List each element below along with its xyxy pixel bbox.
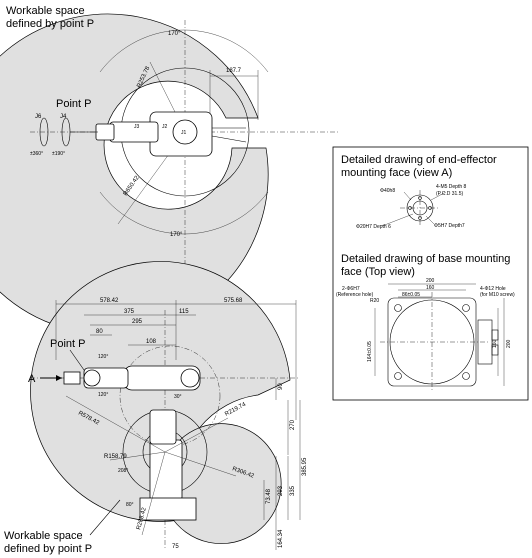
- side-end-effector: [63, 371, 81, 385]
- detail-b-phi6: 2-Φ6H7: [342, 286, 360, 292]
- detail-b-hole-tl: [394, 304, 402, 312]
- detail-b-200: 200: [426, 278, 435, 284]
- side-radius-r158: [109, 451, 166, 461]
- top-workable-label-1: Workable space: [6, 5, 85, 17]
- side-dim-164: 164.34: [278, 529, 284, 548]
- view-a-arrowhead: [56, 375, 62, 381]
- side-dim-75: 75: [172, 544, 179, 550]
- detail-b-m10: (for M10 screw): [480, 292, 515, 298]
- side-dim-270: 270: [290, 419, 296, 430]
- top-view: Workable space defined by point P Point …: [0, 5, 340, 335]
- detail-a-phi5: Φ5H7 Depth7: [434, 223, 465, 229]
- side-joint-elbow: [180, 368, 200, 388]
- top-angle-arc-upper: [99, 29, 269, 73]
- detail-b-160v: 160: [492, 339, 498, 348]
- side-radius-r578: [65, 395, 166, 453]
- side-dim-578: 578.42: [100, 298, 119, 304]
- detail-b-160: 160: [426, 285, 435, 291]
- top-workable-label-2: defined by point P: [6, 18, 94, 30]
- detail-b-200v: 200: [506, 339, 512, 348]
- side-base-column: [149, 439, 183, 501]
- side-radius-r158-label: R158.79: [104, 454, 127, 460]
- detail-a-phi40-leader: [403, 191, 412, 201]
- detail-b-phi12: 4-Φ12 Hole: [480, 286, 506, 292]
- side-elbow-arc: [119, 345, 221, 447]
- detail-b-86: 86±0.05: [402, 292, 420, 298]
- detail-a-pcd: (P.C.D 31.5): [436, 191, 463, 197]
- detail-b-hole-bl: [394, 372, 402, 380]
- top-dim-1877: 187.7: [226, 68, 242, 74]
- side-radius-r306: [164, 451, 237, 477]
- side-workable-leader: [89, 499, 121, 536]
- top-j4-angle: ±190°: [52, 151, 65, 157]
- side-view: Point P A Workable space defined by poin…: [4, 261, 308, 555]
- top-angle-arc-lower: [99, 191, 269, 235]
- side-point-p-label: Point P: [50, 338, 85, 350]
- top-cable-2: [211, 135, 247, 143]
- side-angle-80: 80°: [126, 502, 134, 508]
- detail-b-r20: R20: [370, 298, 379, 304]
- side-dim-108: 108: [146, 339, 157, 345]
- top-joint-j1: [172, 119, 198, 145]
- j6-rotation-symbol: [39, 117, 49, 147]
- detail-a-phi40: Φ40h8: [380, 188, 395, 194]
- detail-a-hole-3: [418, 216, 422, 220]
- side-dim-375: 375: [124, 309, 135, 315]
- detail-a-phi20-leader: [381, 213, 414, 227]
- detail-b-title-1: Detailed drawing of base mounting: [341, 253, 510, 265]
- detail-a-m5: 4-M5 Depth 8: [436, 184, 467, 190]
- detail-b-164: 164±0.05: [367, 341, 373, 362]
- side-dim-73: 73.48: [266, 488, 272, 504]
- detail-box-frame: [332, 146, 529, 401]
- detail-a-title-1: Detailed drawing of end-effector: [341, 154, 497, 166]
- side-radius-r288-label: R288.42: [136, 506, 148, 530]
- detail-b-ref: (Reference hole): [336, 292, 374, 298]
- top-angle-lower: 170°: [170, 232, 183, 238]
- top-joint-j3-label: J3: [134, 124, 140, 130]
- side-dim-80: 80: [96, 329, 103, 335]
- top-dim-r650: R650.42: [123, 175, 141, 198]
- side-shoulder: [149, 409, 177, 445]
- side-dim-335: 335: [290, 485, 296, 496]
- detail-box: Detailed drawing of end-effector mountin…: [332, 146, 529, 401]
- side-view-a-label: A: [28, 373, 36, 385]
- side-base-plate: [139, 497, 197, 521]
- side-workable-space-inner: [169, 423, 282, 544]
- side-dim-115: 115: [179, 309, 189, 315]
- detail-b-hole-br: [462, 372, 470, 380]
- side-workable-label-1: Workable space: [4, 530, 83, 542]
- top-angle-upper: 170°: [168, 31, 181, 37]
- detail-a-title-2: mounting face (view A): [341, 167, 452, 179]
- detail-a-hole-1: [418, 196, 422, 200]
- detail-b-title-2: face (Top view): [341, 266, 415, 278]
- side-dim-385: 385.95: [302, 457, 308, 476]
- top-j6-label: J6: [35, 114, 42, 120]
- top-joint-j2-label: J2: [162, 124, 168, 130]
- side-angle-208: 208°: [118, 468, 128, 474]
- top-j4-label: J4: [60, 114, 67, 120]
- side-dim-295: 295: [132, 319, 143, 325]
- side-dim-575: 575.68: [224, 298, 243, 304]
- detail-a-m5-leader: [430, 191, 447, 201]
- detail-a-phi20: Φ20H7 Depth 6: [356, 224, 391, 230]
- top-point-p-label: Point P: [56, 98, 91, 110]
- side-dim-90: 90: [278, 383, 284, 390]
- side-angle-30: 30°: [174, 394, 182, 400]
- detail-a-phi5-leader: [425, 215, 435, 225]
- top-end-effector: [95, 123, 115, 141]
- side-point-p-leader: [69, 349, 85, 371]
- side-dim-293: 293: [278, 485, 284, 496]
- top-joint-j1-label: J1: [181, 130, 187, 136]
- side-angle-120b: 120°: [98, 392, 108, 398]
- side-angle-120a: 120°: [98, 354, 108, 360]
- side-radius-r219: [164, 417, 229, 453]
- detail-b-hole-tr: [462, 304, 470, 312]
- side-wrist: [83, 369, 101, 387]
- side-workable-label-2: defined by point P: [4, 543, 92, 555]
- top-j6-angle: ±360°: [30, 151, 43, 157]
- side-radius-r288: [141, 451, 166, 536]
